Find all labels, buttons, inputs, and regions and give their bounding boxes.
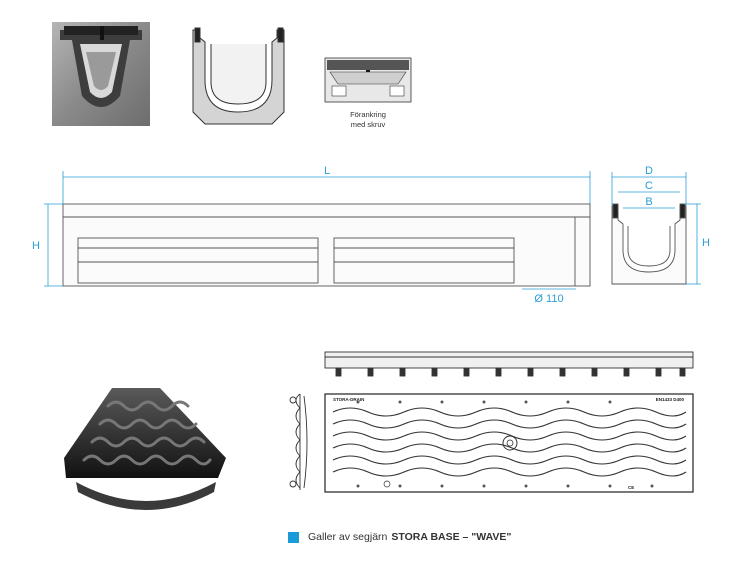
dimension-L-label: L [324,165,330,177]
grate-norm-label: EN1433 D400 [656,397,685,402]
channel-profile-drawing [192,27,285,125]
dimension-H-label-right: H [702,237,710,249]
grate-top-drawing: STORA-DRAIN EN1433 D400 CE [324,393,694,493]
channel-side-view [62,203,591,287]
grate-photo [64,388,226,510]
anchoring-label-line1: Förankring [350,110,386,119]
grate-side-drawing [324,351,694,377]
grate-brand-label: STORA-DRAIN [333,397,364,402]
dimension-D-label: D [645,165,653,177]
grate-ce-label: CE [628,485,634,490]
dimension-C-label: C [645,180,653,192]
pipe-diameter-label: Ø 110 [534,293,563,305]
channel-end-view [611,203,687,285]
caption-text: Galler av segjärn [308,531,388,543]
dimension-H-label-left: H [32,240,40,252]
dimension-lines-side [44,171,591,290]
caption-product-name: STORA BASE – "WAVE" [391,531,512,543]
channel-photo [52,22,150,126]
anchoring-detail-drawing: Förankring med skruv [324,57,412,129]
anchoring-label-line2: med skruv [351,120,386,129]
caption-square-icon [288,531,299,543]
accessibility-icon [383,480,391,488]
dimension-B-label: B [645,196,652,208]
grate-end-drawing [289,393,308,490]
dimension-lines-end [611,172,701,285]
product-caption: Galler av segjärn STORA BASE – "WAVE" [288,530,511,544]
